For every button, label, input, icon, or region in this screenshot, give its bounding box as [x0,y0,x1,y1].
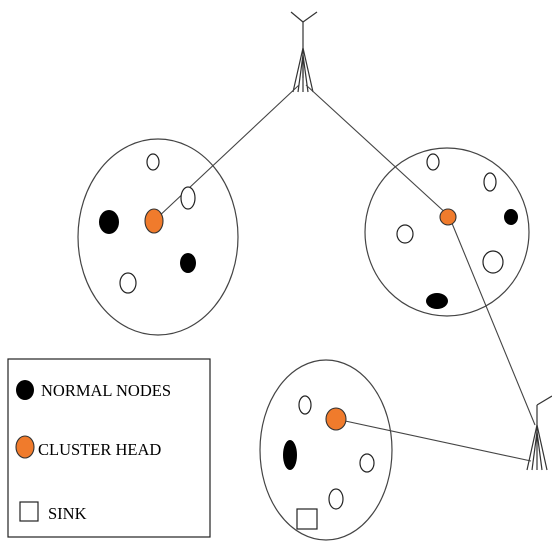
link-right-head-to-right-tower [448,215,536,426]
cluster-boundary [77,138,239,336]
cluster-right [364,147,530,317]
normal-node [426,293,448,309]
legend-normal-nodes-label: NORMAL NODES [41,381,171,400]
cluster-head-node [439,208,457,226]
cluster-bottom [259,359,393,541]
cluster-left [77,138,239,336]
legend: NORMAL NODES CLUSTER HEAD SINK [7,358,211,538]
cluster-boundary [364,147,530,317]
cluster-head-node [325,407,347,431]
normal-node [298,395,312,415]
legend-cluster-head-label: CLUSTER HEAD [38,440,161,459]
sink-node [296,508,318,530]
normal-node [426,153,440,171]
normal-node [180,253,196,273]
link-bottom-head-to-right-tower [335,418,532,462]
legend-cluster-head-swatch [15,435,35,459]
cluster-head-node [144,208,164,234]
normal-node [283,440,297,470]
normal-node [359,453,375,473]
link-tower-to-right-cluster-head [305,84,450,217]
legend-sink-swatch [19,501,39,522]
link-tower-to-left-cluster-head [155,84,300,220]
normal-node [483,172,497,192]
normal-node [180,186,196,210]
cluster-boundary [259,359,393,541]
normal-node [482,250,504,274]
legend-sink-label: SINK [48,504,87,523]
antenna-tower-icon [526,395,552,471]
normal-node [504,209,518,225]
normal-node [99,210,119,234]
normal-node [328,488,344,510]
normal-node [119,272,137,294]
legend-normal-node-swatch [16,380,34,400]
communication-links [155,84,536,462]
legend-box [7,358,211,538]
normal-node [146,153,160,171]
normal-node [396,224,414,244]
antenna-tower-icon [290,11,318,93]
